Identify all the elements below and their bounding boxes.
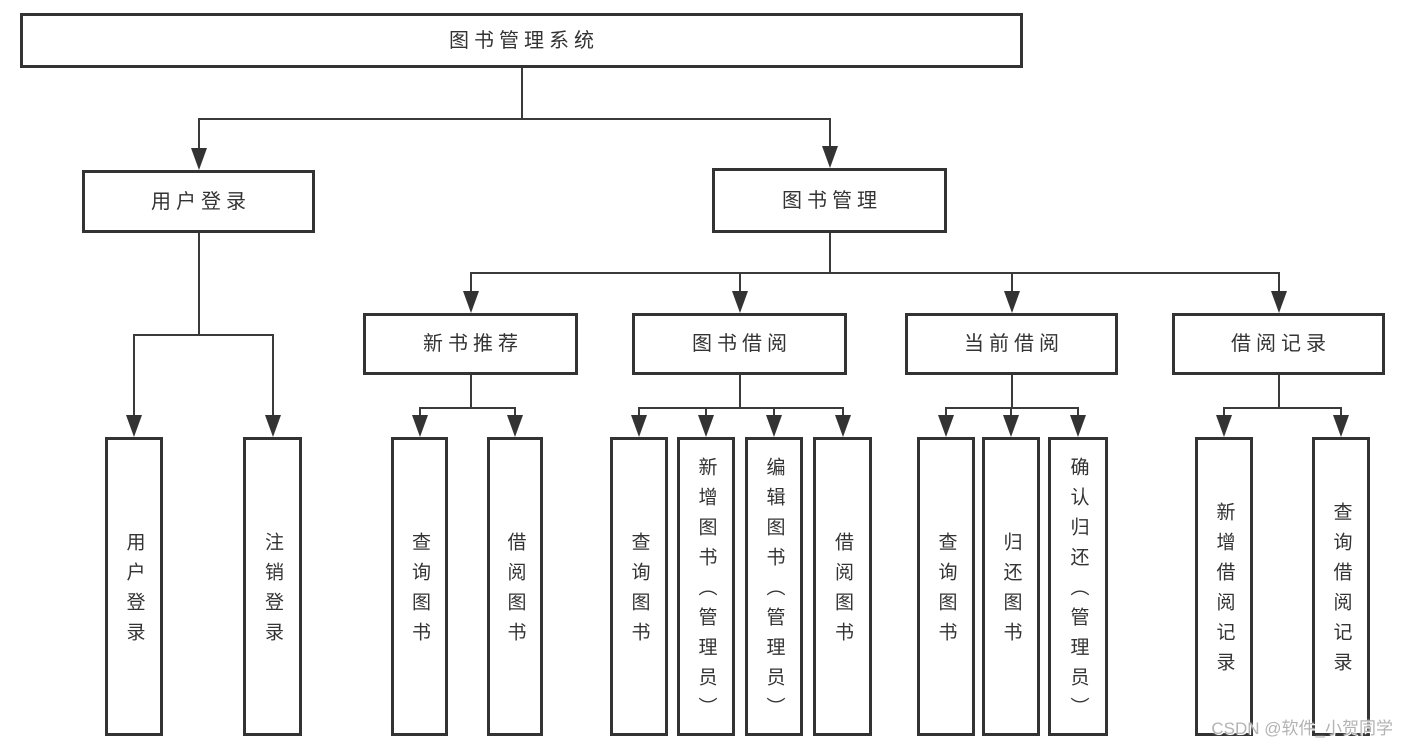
- arrowhead-down-icon: [1003, 415, 1019, 437]
- connector-line: [271, 335, 274, 427]
- node-bb-query: 查询图书: [610, 437, 668, 736]
- node-label-bb-query: 查询图书: [628, 532, 650, 652]
- connector-line: [1010, 273, 1013, 303]
- node-bb-edit: 编辑图书（管理员）: [745, 437, 803, 736]
- connector-line: [638, 407, 844, 409]
- watermark: CSDN @软件_小贺同学: [1211, 719, 1393, 738]
- node-current-borrow: 当前借阅: [905, 313, 1118, 375]
- node-cb-query: 查询图书: [917, 437, 975, 736]
- arrowhead-down-icon: [938, 415, 954, 437]
- connector-line: [469, 375, 472, 408]
- node-cb-confirm: 确认归还（管理员）: [1048, 437, 1108, 736]
- connector-line: [738, 375, 741, 408]
- connector-line: [469, 273, 472, 303]
- arrowhead-down-icon: [1003, 291, 1020, 313]
- node-label-logout-leaf: 注销登录: [262, 532, 283, 652]
- arrowhead-down-icon: [190, 148, 207, 170]
- node-cb-return: 归还图书: [982, 437, 1040, 736]
- arrowhead-down-icon: [264, 415, 281, 437]
- node-label-bb-borrow: 借阅图书: [832, 532, 853, 652]
- node-label-cb-return: 归还图书: [1000, 532, 1022, 652]
- connector-line: [197, 119, 200, 160]
- node-label-current-borrow: 当前借阅: [964, 333, 1064, 355]
- node-root: 图书管理系统: [20, 13, 1023, 68]
- connector-line: [520, 68, 523, 119]
- arrowhead-down-icon: [1070, 415, 1086, 437]
- node-login-leaf: 用户登录: [105, 437, 163, 736]
- node-label-rec-borrow: 借阅图书: [504, 532, 526, 652]
- node-borrow-records: 借阅记录: [1172, 313, 1385, 375]
- arrowhead-down-icon: [631, 415, 647, 437]
- node-rec-query: 查询图书: [391, 437, 448, 736]
- connector-line: [197, 233, 200, 335]
- node-label-br-add: 新增借阅记录: [1213, 502, 1235, 682]
- connector-line: [1223, 407, 1342, 409]
- node-new-book-rec: 新书推荐: [363, 313, 578, 375]
- node-label-borrow-records: 借阅记录: [1231, 333, 1331, 355]
- connector-line: [1277, 375, 1280, 408]
- connector-line: [418, 407, 516, 409]
- arrowhead-down-icon: [821, 146, 838, 168]
- node-label-book-borrow: 图书借阅: [692, 333, 792, 355]
- node-bb-borrow: 借阅图书: [813, 437, 872, 736]
- node-label-login-leaf: 用户登录: [123, 532, 145, 652]
- node-book-borrow: 图书借阅: [632, 313, 847, 375]
- node-label-rec-query: 查询图书: [409, 532, 430, 652]
- node-rec-borrow: 借阅图书: [487, 437, 543, 736]
- node-book-mgmt: 图书管理: [712, 168, 947, 233]
- node-logout-leaf: 注销登录: [243, 437, 302, 736]
- node-label-cb-query: 查询图书: [935, 532, 957, 652]
- arrowhead-down-icon: [411, 415, 428, 437]
- node-bb-add: 新增图书（管理员）: [677, 437, 735, 736]
- node-br-query: 查询借阅记录: [1312, 437, 1370, 736]
- arrowhead-down-icon: [1270, 291, 1287, 313]
- arrowhead-down-icon: [126, 415, 142, 437]
- connector-line: [738, 273, 741, 303]
- connector-line: [197, 118, 831, 120]
- arrowhead-down-icon: [731, 291, 748, 313]
- node-label-root: 图书管理系统: [449, 29, 599, 52]
- connector-line: [945, 407, 1079, 409]
- node-label-cb-confirm: 确认归还（管理员）: [1067, 457, 1089, 727]
- arrowhead-down-icon: [766, 415, 782, 437]
- node-label-bb-edit: 编辑图书（管理员）: [763, 457, 785, 727]
- node-label-br-query: 查询借阅记录: [1330, 502, 1352, 682]
- connector-line: [133, 335, 135, 427]
- arrowhead-down-icon: [834, 415, 851, 437]
- node-label-bb-add: 新增图书（管理员）: [695, 457, 717, 727]
- node-label-new-book-rec: 新书推荐: [423, 333, 523, 355]
- connector-line: [469, 272, 1280, 274]
- node-br-add: 新增借阅记录: [1195, 437, 1253, 736]
- arrowhead-down-icon: [462, 291, 479, 313]
- node-label-user-login: 用户登录: [151, 190, 251, 213]
- node-user-login: 用户登录: [82, 170, 315, 233]
- arrowhead-down-icon: [1216, 415, 1232, 437]
- connector-line: [828, 233, 831, 273]
- connector-line: [133, 334, 274, 336]
- connector-line: [828, 119, 831, 158]
- connector-line: [1277, 273, 1280, 303]
- node-label-book-mgmt: 图书管理: [782, 189, 882, 212]
- arrowhead-down-icon: [1333, 415, 1349, 437]
- arrowhead-down-icon: [507, 415, 523, 437]
- arrowhead-down-icon: [698, 415, 714, 437]
- connector-line: [1010, 375, 1013, 408]
